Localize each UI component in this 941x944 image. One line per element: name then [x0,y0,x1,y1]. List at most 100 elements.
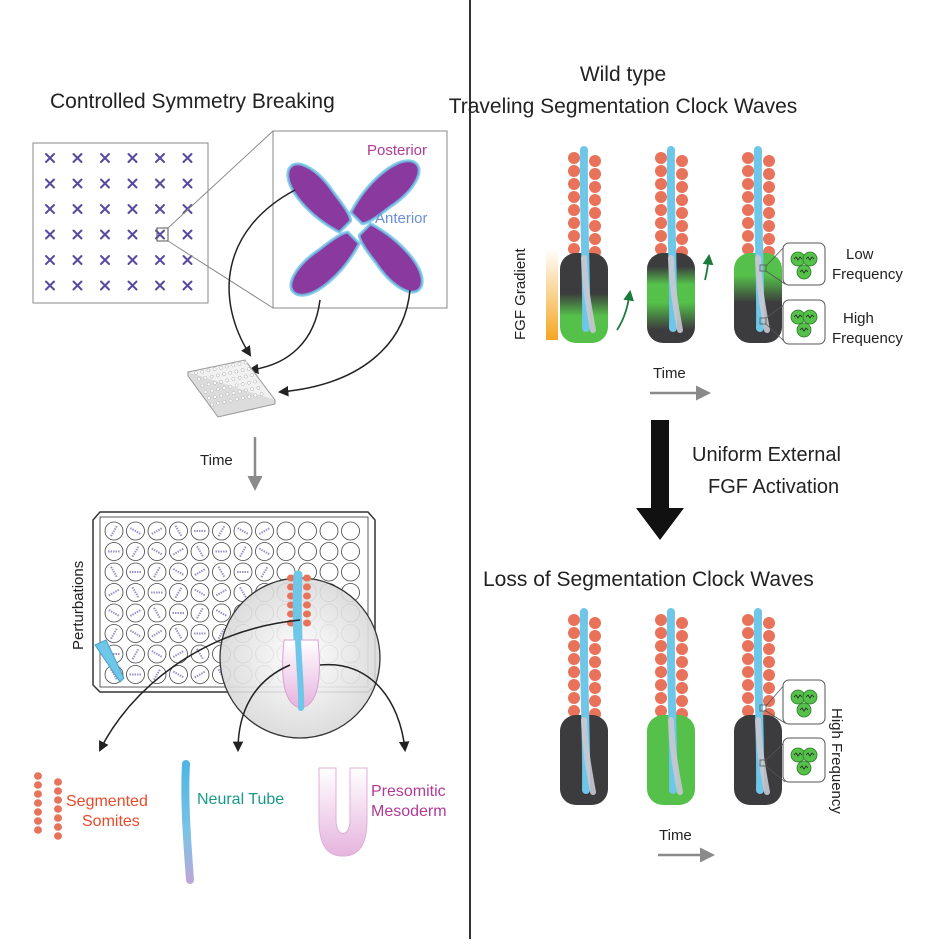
x-pattern [72,255,83,265]
plate-well [126,624,145,643]
somite [676,643,688,655]
x-pattern [100,280,110,291]
plate-well [147,624,167,643]
arrow-grid-to-plate [228,189,296,357]
somite [763,669,775,681]
x-pattern [182,178,193,189]
plate-well [190,624,210,643]
somite [568,204,580,216]
presomitic-mesoderm-icon [318,767,368,857]
arrow-x-to-plate-1 [247,299,321,375]
low-frequency-label-2: Frequency [832,266,903,283]
somite [568,152,580,164]
somite [742,692,754,704]
plate-well [126,542,145,561]
somite [742,679,754,691]
x-pattern [72,153,83,163]
plate-well [126,644,145,664]
somite [763,695,775,707]
plate-well [298,542,317,561]
oscillation-mark [799,327,809,332]
plate-well [341,562,360,582]
plate-well [212,603,231,623]
somite [568,705,580,717]
small-well [240,368,245,373]
neural-tube [753,608,765,794]
somite [589,207,601,219]
plate-well [169,644,188,664]
somite [568,666,580,678]
somite [303,619,311,627]
x-pattern [45,229,55,240]
somite [568,217,580,229]
psm-label-line1: Presomitic [371,783,446,800]
somite [568,165,580,177]
fgf-gradient-label: FGF Gradient [512,248,529,340]
plate-well [233,562,253,582]
plate-well [147,583,167,602]
plate-well [319,562,339,582]
x-pattern [155,255,165,265]
somite [742,705,754,717]
somite [763,155,775,167]
small-well [200,369,205,374]
somite [742,243,754,255]
high-frequency-label-2: Frequency [832,330,903,347]
tail [581,717,596,795]
somite [742,653,754,665]
somite [589,220,601,232]
small-well [241,396,245,400]
plate-well [169,583,188,602]
plate-well [104,603,124,623]
somite [303,610,311,618]
small-well [222,386,227,390]
small-well [228,398,233,403]
x-pattern [182,229,193,240]
zoom-box [156,227,169,242]
small-well [213,395,217,399]
small-well [215,373,220,378]
somite [655,217,667,229]
oscillation-mark [793,314,803,319]
plate-well [169,521,188,541]
somite [54,805,62,813]
somite [54,796,62,804]
somite [676,669,688,681]
small-well [247,380,251,385]
somite [655,191,667,203]
somite [676,207,688,219]
somite [676,194,688,206]
somite [763,194,775,206]
plate-well [104,562,124,582]
plate-well [126,603,145,623]
x-pattern [155,153,165,163]
plate-well [298,521,317,541]
somite [589,233,601,245]
somite [54,778,62,786]
oscillation-mark [799,269,809,274]
x-pattern [127,229,138,240]
intervention-label-line2: FGF Activation [708,476,840,498]
x-pattern [100,178,110,189]
small-well [244,388,248,393]
plate-well [255,521,274,541]
somite [568,653,580,665]
tail [668,717,683,795]
somite [742,627,754,639]
small-well [237,389,242,394]
small-well [206,396,211,401]
small-well [237,375,242,380]
wave-arrow-1 [616,289,635,331]
small-well [250,373,254,378]
somite [568,627,580,639]
somite [742,666,754,678]
plate-well [255,562,274,582]
embryo-3 [734,146,782,343]
x-pattern [182,255,193,265]
somite [568,178,580,190]
plate-well [104,583,124,602]
x-pattern [182,280,193,291]
neural-tube-icon [181,760,194,884]
x-pattern [72,229,83,240]
